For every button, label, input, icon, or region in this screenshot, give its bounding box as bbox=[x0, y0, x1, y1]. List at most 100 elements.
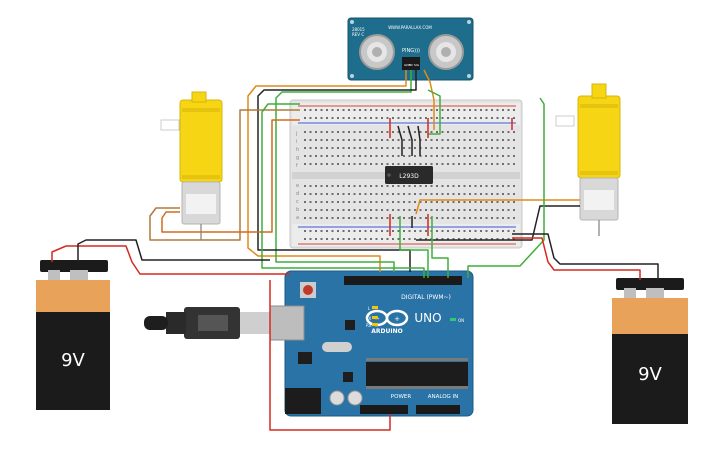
breadboard-hole bbox=[436, 238, 438, 240]
breadboard-hole bbox=[430, 193, 433, 195]
battery-left[interactable]: 9V bbox=[36, 260, 110, 410]
breadboard-hole bbox=[513, 163, 515, 165]
breadboard-hole bbox=[469, 131, 471, 133]
breadboard-hole bbox=[491, 117, 493, 119]
breadboard-hole bbox=[309, 230, 312, 232]
breadboard-hole bbox=[353, 131, 356, 133]
breadboard-hole bbox=[370, 230, 372, 232]
sensor-title: PING))) bbox=[402, 48, 420, 54]
breadboard-hole bbox=[480, 230, 482, 232]
breadboard-hole bbox=[403, 109, 405, 111]
breadboard-hole bbox=[507, 217, 510, 219]
breadboard-hole bbox=[480, 131, 482, 133]
wire-battery-left-neg bbox=[77, 239, 270, 262]
breadboard-hole bbox=[392, 117, 394, 119]
breadboard-hole bbox=[496, 230, 499, 232]
breadboard-hole bbox=[507, 131, 510, 133]
breadboard-hole bbox=[326, 139, 328, 141]
breadboard-hole bbox=[474, 193, 477, 195]
breadboard-hole bbox=[496, 109, 499, 111]
breadboard-hole bbox=[326, 147, 328, 149]
breadboard-hole bbox=[480, 163, 482, 165]
breadboard-hole bbox=[408, 230, 411, 232]
breadboard-hole bbox=[469, 139, 471, 141]
breadboard-hole bbox=[320, 185, 323, 187]
sensor-part: 28015 bbox=[352, 27, 365, 32]
breadboard-hole bbox=[458, 163, 460, 165]
breadboard-hole bbox=[331, 230, 334, 232]
breadboard-hole bbox=[348, 117, 350, 119]
breadboard-hole bbox=[326, 238, 328, 240]
breadboard-hole bbox=[447, 185, 449, 187]
wire-arduino-power bbox=[269, 280, 391, 431]
breadboard-hole bbox=[320, 109, 323, 111]
breadboard-hole bbox=[496, 185, 499, 187]
breadboard-hole bbox=[320, 139, 323, 141]
breadboard-hole bbox=[304, 238, 306, 240]
breadboard-hole bbox=[474, 155, 477, 157]
breadboard-hole bbox=[320, 155, 323, 157]
breadboard-hole bbox=[375, 155, 378, 157]
breadboard-hole bbox=[436, 201, 438, 203]
breadboard-hole bbox=[458, 193, 460, 195]
breadboard-hole bbox=[480, 201, 482, 203]
breadboard-hole bbox=[342, 217, 345, 219]
breadboard-hole bbox=[441, 230, 444, 232]
breadboard-hole bbox=[375, 109, 378, 111]
breadboard-hole bbox=[463, 238, 466, 240]
svg-text:+: + bbox=[394, 315, 400, 323]
breadboard-hole bbox=[491, 217, 493, 219]
breadboard-hole bbox=[359, 117, 361, 119]
breadboard-hole bbox=[403, 185, 405, 187]
breadboard-hole bbox=[320, 217, 323, 219]
battery-right[interactable]: 9V bbox=[612, 278, 688, 424]
usb-cable[interactable] bbox=[144, 307, 286, 339]
breadboard-hole bbox=[331, 209, 334, 211]
breadboard-hole bbox=[397, 238, 400, 240]
breadboard-hole bbox=[496, 163, 499, 165]
row-letter: i bbox=[296, 139, 297, 145]
breadboard-hole bbox=[430, 155, 433, 157]
breadboard-hole bbox=[463, 163, 466, 165]
breadboard-hole bbox=[364, 201, 367, 203]
dc-motor-left[interactable] bbox=[160, 91, 223, 240]
sensor-pin-gnd: GND bbox=[404, 63, 412, 67]
breadboard-hole bbox=[353, 238, 356, 240]
battery-left-label: 9V bbox=[61, 350, 85, 371]
breadboard-hole bbox=[452, 117, 455, 119]
breadboard-hole bbox=[414, 139, 416, 141]
breadboard-hole bbox=[408, 201, 411, 203]
arduino-uno[interactable]: DIGITAL (PWM~) POWER ANALOG IN − + ARDUI… bbox=[269, 270, 474, 417]
wire-green-top bbox=[261, 103, 425, 278]
breadboard-hole bbox=[375, 201, 378, 203]
arduino-model: UNO bbox=[414, 311, 441, 325]
analog-header-label: ANALOG IN bbox=[428, 394, 459, 400]
breadboard-hole bbox=[375, 230, 378, 232]
breadboard-hole bbox=[469, 238, 471, 240]
breadboard-hole bbox=[414, 155, 416, 157]
breadboard-hole bbox=[370, 109, 372, 111]
breadboard-hole bbox=[337, 163, 339, 165]
breadboard-hole bbox=[474, 147, 477, 149]
breadboard-hole bbox=[507, 109, 510, 111]
breadboard-hole bbox=[304, 185, 306, 187]
breadboard-hole bbox=[502, 163, 504, 165]
breadboard-hole bbox=[342, 147, 345, 149]
breadboard-hole bbox=[458, 201, 460, 203]
breadboard-hole bbox=[304, 201, 306, 203]
breadboard-hole bbox=[480, 139, 482, 141]
breadboard-hole bbox=[469, 109, 471, 111]
ultrasonic-sensor[interactable]: 28015 REV C WWW.PARALLAX.COM PING))) GND… bbox=[347, 17, 474, 81]
breadboard-hole bbox=[502, 185, 504, 187]
l293d-chip[interactable]: L293D bbox=[385, 166, 433, 184]
breadboard-hole bbox=[337, 238, 339, 240]
breadboard-hole bbox=[463, 193, 466, 195]
breadboard-hole bbox=[480, 109, 482, 111]
breadboard-hole bbox=[463, 217, 466, 219]
breadboard-hole bbox=[452, 193, 455, 195]
breadboard-hole bbox=[375, 217, 378, 219]
dc-motor-right[interactable] bbox=[555, 83, 621, 236]
breadboard-hole bbox=[315, 131, 317, 133]
breadboard-hole bbox=[436, 139, 438, 141]
